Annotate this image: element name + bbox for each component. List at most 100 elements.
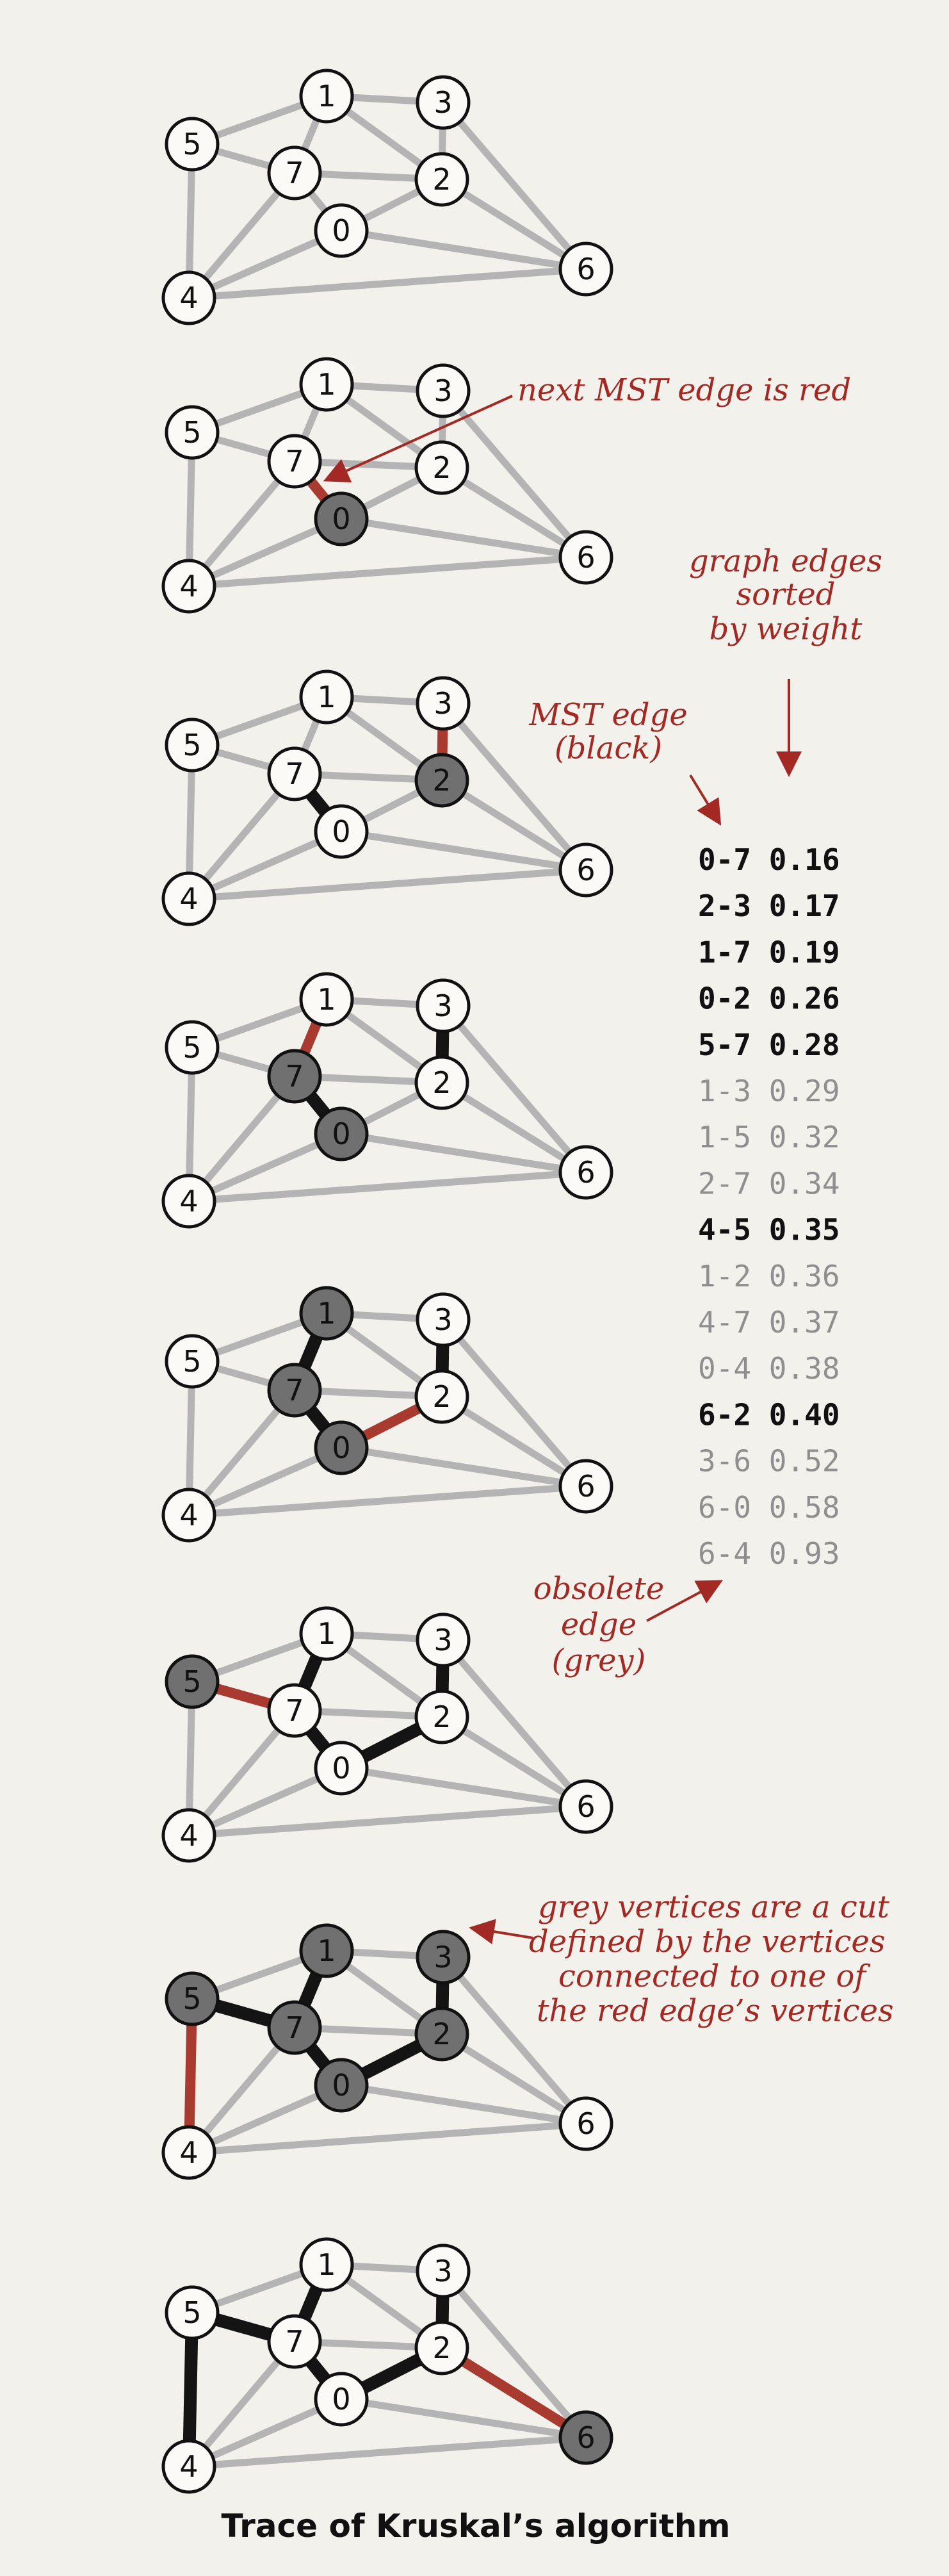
vertex-label: 2: [432, 1379, 451, 1414]
vertex-circle: [314, 2058, 369, 2113]
cut-note-line-4: the red edge’s vertices: [537, 1993, 894, 2029]
vertex-label: 2: [432, 1700, 451, 1734]
edge-2-6: [438, 1393, 590, 1490]
vertex-3: 3: [416, 363, 471, 418]
sorted-edge-row: 2-7 0.34: [698, 1166, 840, 1201]
vertex-7: 7: [267, 145, 322, 201]
vertex-circle: [299, 69, 354, 124]
vertex-0: 0: [314, 491, 369, 546]
edge-0-6: [337, 1764, 590, 1810]
vertex-6: 6: [558, 1145, 613, 1200]
edge-7-4: [185, 1386, 298, 1519]
edge-0-4: [185, 1764, 345, 1839]
vertex-circle: [416, 2244, 471, 2299]
vertex-circle: [314, 1106, 369, 1161]
edge-0-6: [337, 227, 590, 273]
vertex-5: 5: [165, 718, 220, 773]
sorted-edge-row: 6-2 0.40: [698, 1397, 840, 1432]
vertex-label: 1: [317, 1616, 336, 1651]
vertex-circle: [161, 2439, 216, 2494]
edge-3-6: [439, 1636, 590, 1810]
vertex-circle: [165, 1654, 220, 1709]
sorted-edge-list: 0-7 0.162-3 0.171-7 0.190-2 0.265-7 0.28…: [698, 842, 840, 1571]
vertex-circle: [314, 491, 369, 546]
vertex-label: 3: [434, 373, 452, 408]
edge-2-6: [438, 2030, 590, 2128]
vertex-1: 1: [299, 669, 354, 725]
vertex-2: 2: [414, 2320, 469, 2375]
edge-3-6: [439, 1316, 590, 1490]
vertex-circle: [165, 1971, 220, 2026]
vertex-label: 4: [179, 1498, 198, 1532]
edge-0-6: [337, 828, 590, 874]
edge-7-4: [185, 2338, 298, 2470]
vertex-circle: [416, 978, 471, 1033]
vertex-circle: [267, 2000, 322, 2055]
annotations: next MST edge is red graph edges sorted …: [517, 372, 894, 2029]
edge-7-4: [185, 770, 298, 903]
edge-7-4: [185, 457, 298, 590]
vertex-3: 3: [416, 676, 471, 731]
vertex-label: 0: [332, 213, 350, 248]
next-edge-arrow: [323, 395, 513, 483]
vertex-circle: [161, 1808, 216, 1863]
vertex-label: 3: [434, 686, 452, 721]
sorted-edge-row: 4-5 0.35: [698, 1213, 840, 1247]
cut-note-line-1: grey vertices are a cut: [538, 1889, 890, 1925]
vertex-circle: [416, 1292, 471, 1347]
edge-0-4: [185, 515, 345, 590]
edge-3-6: [439, 700, 590, 874]
sorted-edge-row: 2-3 0.17: [698, 889, 840, 923]
vertex-circle: [416, 1612, 471, 1668]
vertex-1: 1: [299, 972, 354, 1027]
vertex-label: 1: [317, 1933, 336, 1968]
edge-3-6: [439, 1002, 590, 1176]
vertex-7: 7: [267, 2000, 322, 2055]
vertex-label: 1: [317, 2247, 336, 2282]
vertex-label: 4: [179, 882, 198, 916]
vertex-circle: [165, 718, 220, 773]
sorted-edge-row: 0-4 0.38: [698, 1351, 840, 1386]
vertex-circle: [414, 440, 469, 495]
edge-4-6: [185, 1803, 590, 1839]
obsolete-note-line-2: edge: [561, 1607, 637, 1643]
edge-0-4: [185, 1444, 345, 1519]
vertex-label: 0: [332, 1431, 350, 1465]
vertex-7: 7: [267, 1683, 322, 1738]
edge-0-6: [337, 2395, 590, 2441]
vertex-circle: [414, 2320, 469, 2375]
vertex-0: 0: [314, 804, 369, 859]
vertex-1: 1: [299, 1923, 354, 1978]
sorted-note-line-3: by weight: [710, 611, 863, 647]
vertex-7: 7: [267, 434, 322, 489]
vertex-circle: [299, 1286, 354, 1341]
vertex-1: 1: [299, 1606, 354, 1661]
vertex-circle: [165, 405, 220, 460]
vertex-4: 4: [161, 871, 216, 926]
sorted-edge-row: 1-7 0.19: [698, 935, 840, 969]
vertex-label: 5: [182, 728, 201, 762]
edge-7-4: [185, 2024, 298, 2156]
vertex-label: 1: [317, 79, 336, 113]
vertex-label: 3: [434, 85, 452, 120]
cut-note-line-2: defined by the vertices: [529, 1924, 885, 1960]
vertex-label: 6: [576, 252, 595, 286]
cut-arrow: [469, 1919, 533, 1944]
sorted-edge-row: 1-5 0.32: [698, 1120, 840, 1154]
vertex-6: 6: [558, 842, 613, 898]
vertex-2: 2: [414, 1689, 469, 1744]
vertex-2: 2: [414, 440, 469, 495]
vertex-label: 1: [317, 982, 336, 1017]
vertex-2: 2: [414, 1369, 469, 1424]
edge-4-6: [185, 1482, 590, 1519]
vertex-label: 6: [576, 1789, 595, 1824]
edge-7-4: [185, 1072, 298, 1205]
sorted-edge-row: 6-0 0.58: [698, 1490, 840, 1525]
vertex-circle: [414, 2006, 469, 2062]
vertex-label: 0: [332, 814, 350, 849]
edge-2-6: [438, 464, 590, 561]
